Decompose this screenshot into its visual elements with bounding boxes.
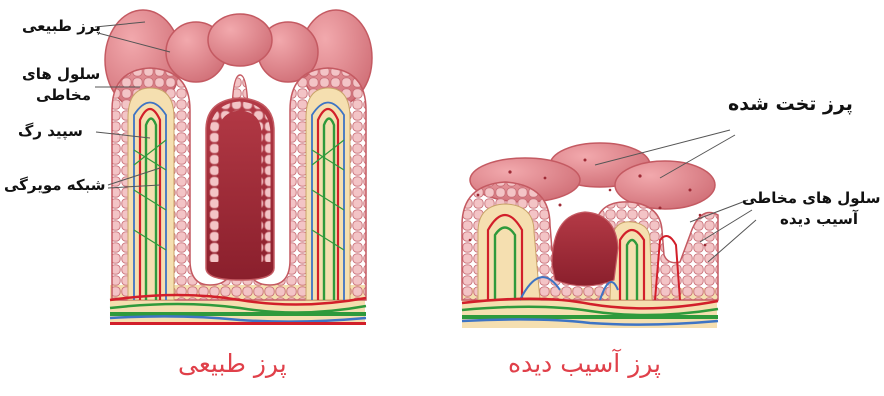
label-damaged-cells-2: آسیب دیده — [780, 210, 858, 228]
label-lacteal: سپید رگ — [18, 122, 83, 140]
label-mucosal-cells-1: سلول های — [22, 65, 100, 83]
label-damaged-cells-1: سلول های مخاطی — [742, 189, 881, 207]
label-capillary-network: شبکه مویرگی — [4, 176, 105, 194]
label-mucosal-cells-2: مخاطی — [36, 86, 91, 104]
caption-damaged: پرز آسیب دیده — [508, 349, 661, 378]
damaged-villi-figure — [462, 143, 718, 328]
normal-villi-figure — [105, 10, 372, 325]
label-flattened-villi: پرز تخت شده — [728, 93, 853, 115]
caption-normal: پرز طبیعی — [178, 349, 287, 378]
label-villus: پرز طبیعی — [22, 17, 101, 35]
